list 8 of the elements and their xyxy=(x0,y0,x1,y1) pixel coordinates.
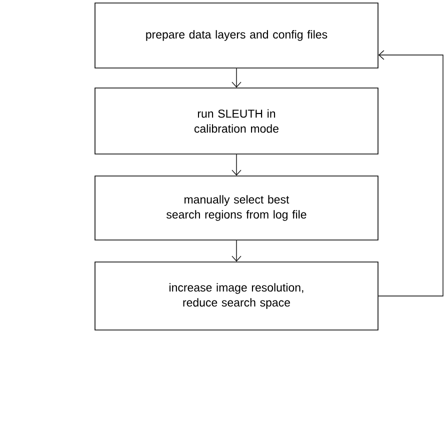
arrow xyxy=(232,154,242,176)
arrow xyxy=(232,68,242,88)
process-box: prepare data layers and config files xyxy=(94,2,378,68)
process-box: run SLEUTH in calibration mode xyxy=(94,88,378,154)
arrow xyxy=(378,50,444,296)
arrow xyxy=(232,240,242,262)
process-box: increase image resolution, reduce search space xyxy=(94,262,378,330)
process-box: manually select best search regions from log file xyxy=(94,176,378,240)
